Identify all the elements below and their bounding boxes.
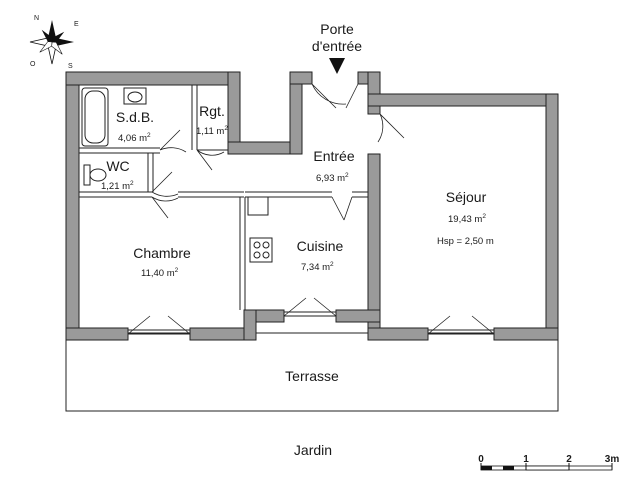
room-name-entree: Entrée [313, 148, 354, 164]
compass-label-e: E [74, 21, 79, 28]
room-name-sdb: S.d.B. [116, 109, 154, 125]
compass-rose: N E S O [29, 15, 79, 70]
room-name-wc: WC [106, 158, 129, 174]
compass-label-n: N [34, 15, 39, 22]
scale-tick-2: 2 [566, 454, 572, 465]
doors [127, 83, 495, 335]
room-area-chambre: 11,40 m2 [141, 267, 179, 279]
compass-label-o: O [30, 61, 36, 68]
scale-tick-1: 1 [523, 454, 529, 465]
walls [65, 71, 559, 341]
entrance-arrow-icon [329, 58, 345, 74]
room-name-chambre: Chambre [133, 245, 191, 261]
room-area-wc: 1,21 m2 [101, 180, 134, 192]
room-name-cuisine: Cuisine [297, 238, 344, 254]
entrance-label-line1: Porte [320, 21, 354, 37]
room-name-sejour: Séjour [446, 189, 487, 205]
room-area-sdb: 4,06 m2 [118, 132, 151, 144]
garden-label: Jardin [294, 442, 332, 458]
room-name-rgt: Rgt. [199, 103, 225, 119]
room-area-entree: 6,93 m2 [316, 172, 349, 184]
scale-tick-3: 3m [605, 454, 620, 465]
room-area-cuisine: 7,34 m2 [301, 261, 334, 273]
terrace-outline [65, 332, 559, 412]
room-hsp-sejour: Hsp = 2,50 m [437, 236, 494, 247]
compass-label-s: S [68, 63, 73, 70]
terrace-label: Terrasse [285, 368, 339, 384]
fixtures [81, 87, 273, 263]
interior-walls [79, 85, 368, 310]
scale-tick-0: 0 [478, 454, 484, 465]
room-area-sejour: 19,43 m2 [448, 213, 486, 225]
entrance-label-line2: d'entrée [312, 38, 362, 54]
scale-bar: 0 1 2 3m [478, 454, 620, 471]
room-area-rgt: 1,11 m2 [196, 125, 228, 137]
